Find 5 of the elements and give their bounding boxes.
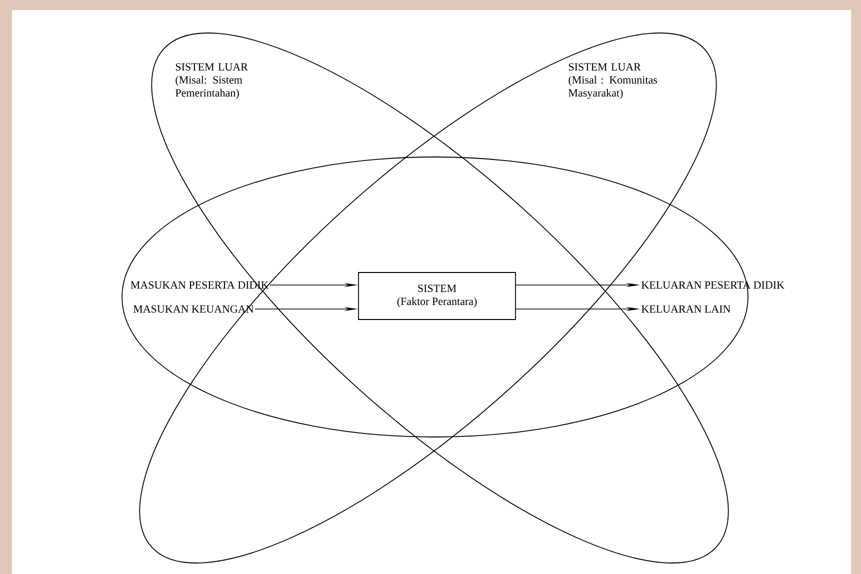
label-text: SISTEM LUAR (Misal : Komunitas Masyarakat) [568, 63, 658, 99]
ellipse [122, 156, 748, 438]
label-text: KELUARAN LAIN [642, 305, 730, 313]
label-text: SISTEM LUAR (Misal: Sistem Pemerintahan) [176, 63, 248, 99]
process-box: SISTEM (Faktor Perantara) [358, 272, 516, 320]
